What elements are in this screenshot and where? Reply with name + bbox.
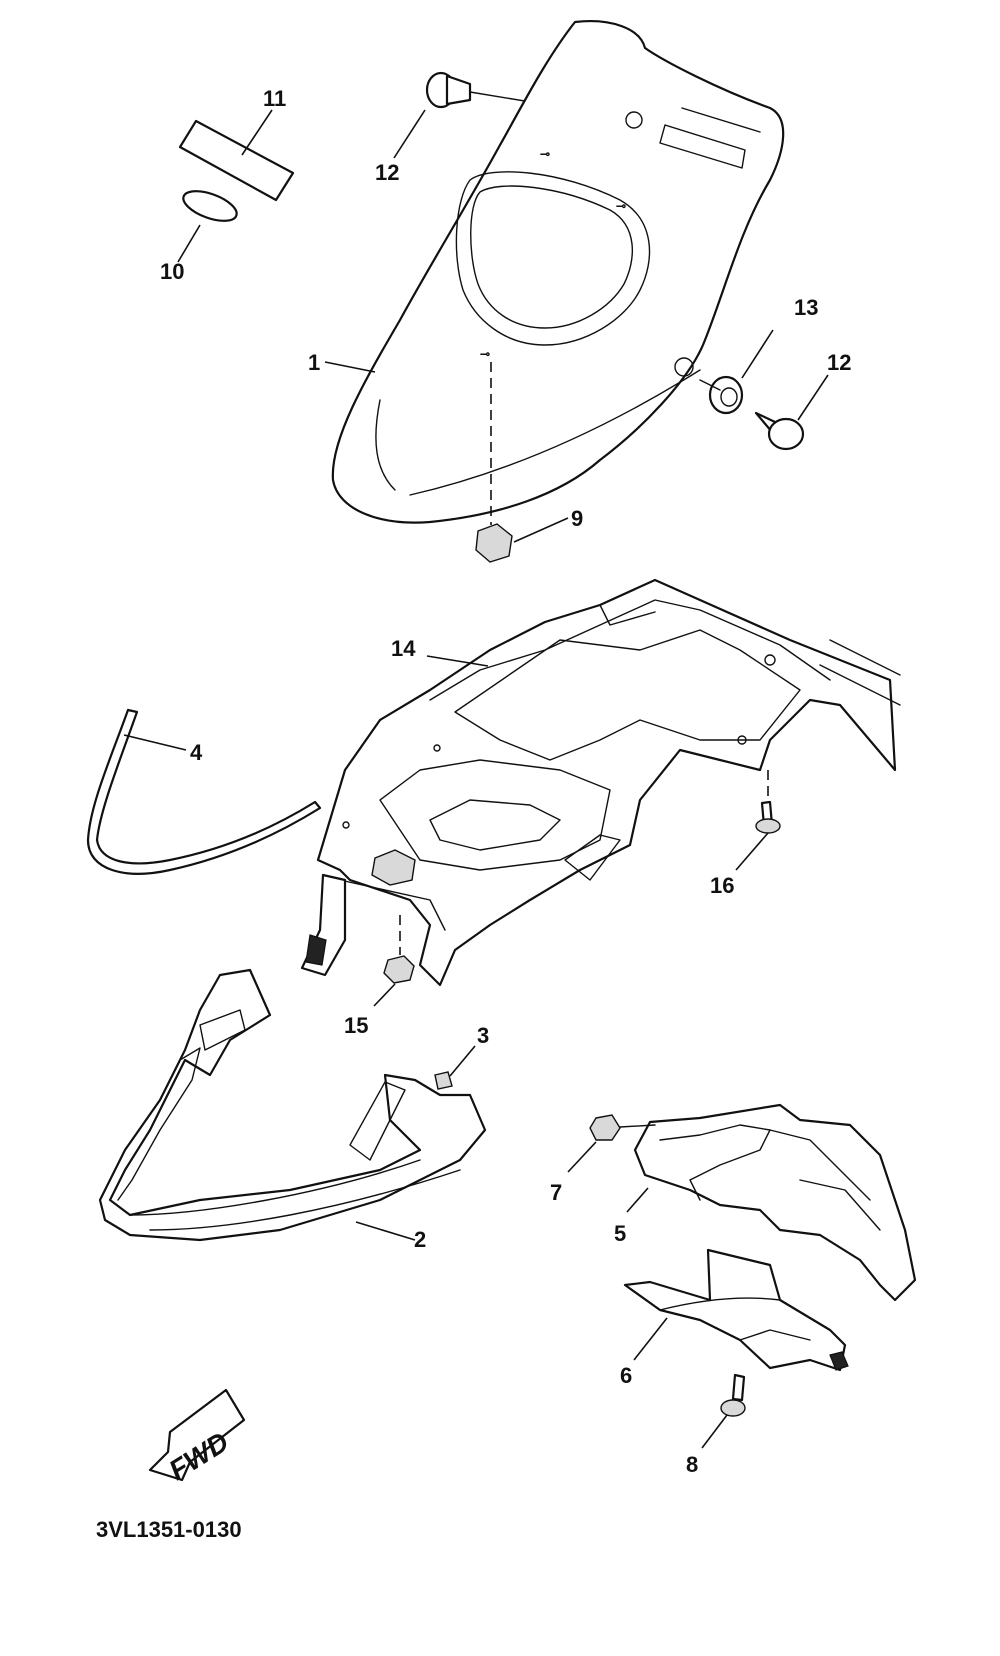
part-2-side-cover [98,968,487,1242]
part-8-bolt [720,1373,746,1417]
callout-7: 7 [550,1180,562,1205]
part-12-rivet-right [699,379,805,451]
callout-5: 5 [614,1221,626,1246]
callout-16: 16 [710,873,734,898]
callout-1: 1 [308,350,320,375]
part-4-trim-strip [86,708,322,875]
callout-4: 4 [190,740,203,765]
callout-3: 3 [477,1023,489,1048]
part-14-rear-fender [300,578,901,987]
svg-text:⊸: ⊸ [540,147,550,161]
part-5-bracket [589,1103,917,1302]
callout-15: 15 [344,1013,368,1038]
callout-13: 13 [794,295,818,320]
callout-14: 14 [391,636,416,661]
part-1-rear-cover: ⊸ ⊸ ⊸ [331,20,785,525]
part-11-label [178,119,295,202]
callout-11: 11 [263,86,286,111]
callout-6: 6 [620,1363,632,1388]
part-6-splash-guard [623,1248,849,1372]
callout-12-top: 12 [375,160,399,185]
callout-12-right: 12 [827,350,851,375]
callout-9: 9 [571,506,583,531]
svg-text:⊸: ⊸ [480,347,490,361]
part-15-nut [383,915,415,984]
fwd-arrow-icon: FWD [148,1388,246,1486]
part-10-emblem [182,190,238,222]
part-16-bolt [755,770,781,834]
svg-text:⊸: ⊸ [616,199,626,213]
part-code: 3VL1351-0130 [96,1517,242,1542]
callout-10: 10 [160,259,184,284]
callout-8: 8 [686,1452,698,1477]
part-13-grommet [708,375,744,415]
callout-numbers: 11 10 12 1 13 12 9 14 4 16 15 3 7 2 5 6 … [160,86,851,1477]
part-9-nut [475,523,513,563]
callout-2: 2 [414,1227,426,1252]
callout-leaders [123,109,829,1449]
